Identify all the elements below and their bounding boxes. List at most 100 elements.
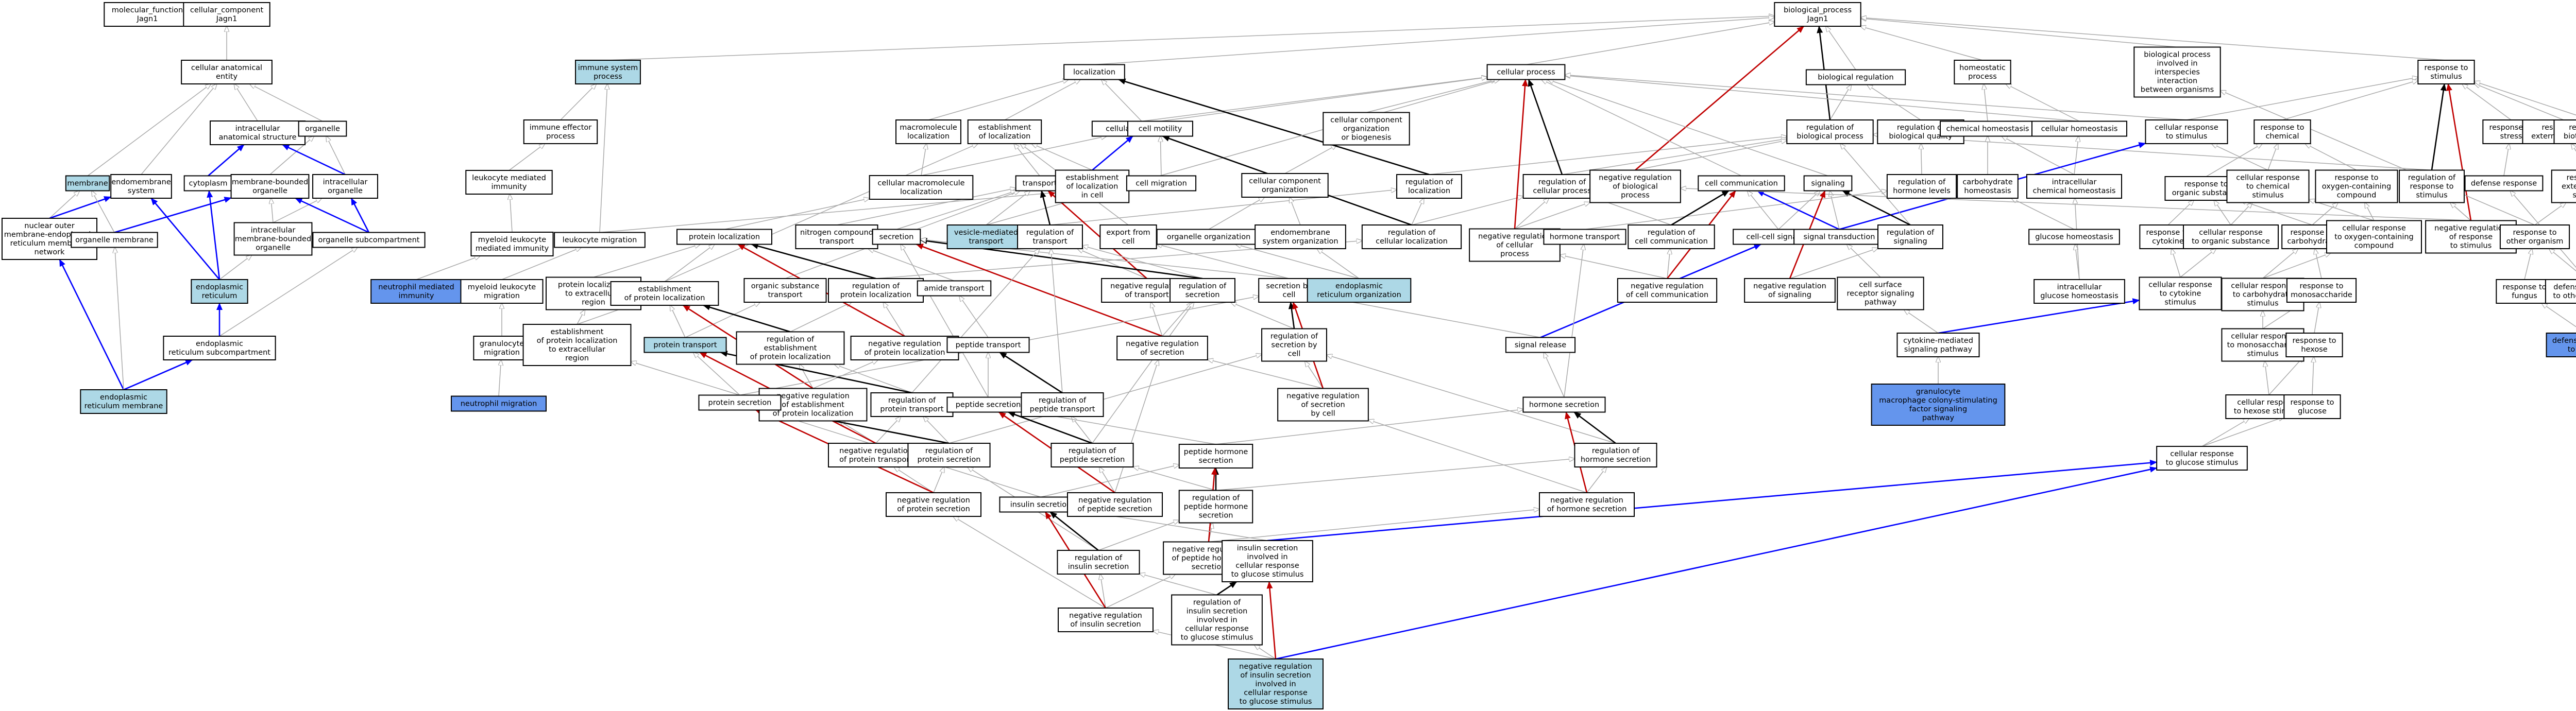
- term-node-defense-response[interactable]: defense response: [2464, 175, 2544, 192]
- term-node-cytoplasm[interactable]: cytoplasm: [183, 175, 233, 192]
- term-node-organelle[interactable]: organelle: [298, 120, 347, 137]
- term-node-neutrophil-migration[interactable]: neutrophil migration: [451, 395, 547, 412]
- term-node-signal-release[interactable]: signal release: [1505, 337, 1576, 353]
- term-node-cellular-process[interactable]: cellular process: [1486, 64, 1566, 80]
- term-node-amide-transport[interactable]: amide transport: [917, 280, 992, 297]
- term-node-response-to-biotic-stimulus[interactable]: response tobiotic stimulus: [2553, 119, 2576, 144]
- term-node-peptide-transport[interactable]: peptide transport: [946, 337, 1030, 353]
- term-node-hormone-transport[interactable]: hormone transport: [1543, 229, 1626, 245]
- term-node-signal-transduction[interactable]: signal transduction: [1793, 229, 1885, 245]
- term-node-signaling[interactable]: signaling: [1803, 175, 1853, 192]
- term-node-cellular-homeostasis[interactable]: cellular homeostasis: [2031, 120, 2127, 137]
- term-node-peptide-secretion[interactable]: peptide secretion: [946, 396, 1030, 413]
- term-node-response-to-external-biotic-stimulus[interactable]: response toexternal bioticstimulus: [2551, 169, 2576, 203]
- term-node-organelle-membrane[interactable]: organelle membrane: [71, 232, 158, 248]
- term-node-protein-transport[interactable]: protein transport: [643, 337, 727, 353]
- term-node-cell-motility[interactable]: cell motility: [1127, 120, 1193, 137]
- term-node-protein-localization[interactable]: protein localization: [676, 229, 772, 245]
- term-node-organelle-organization[interactable]: organelle organization: [1156, 229, 1261, 245]
- term-node-hormone-secretion[interactable]: hormone secretion: [1522, 396, 1606, 413]
- term-node-cell-communication[interactable]: cell communication: [1698, 175, 1785, 192]
- term-node-localization[interactable]: localization: [1063, 64, 1125, 80]
- term-node-chemical-homeostasis[interactable]: chemical homeostasis: [1940, 120, 2036, 137]
- term-node-glucose-homeostasis[interactable]: glucose homeostasis: [2028, 229, 2120, 245]
- term-node-organelle-subcompartment[interactable]: organelle subcompartment: [312, 232, 426, 248]
- term-node-membrane[interactable]: membrane: [65, 175, 110, 192]
